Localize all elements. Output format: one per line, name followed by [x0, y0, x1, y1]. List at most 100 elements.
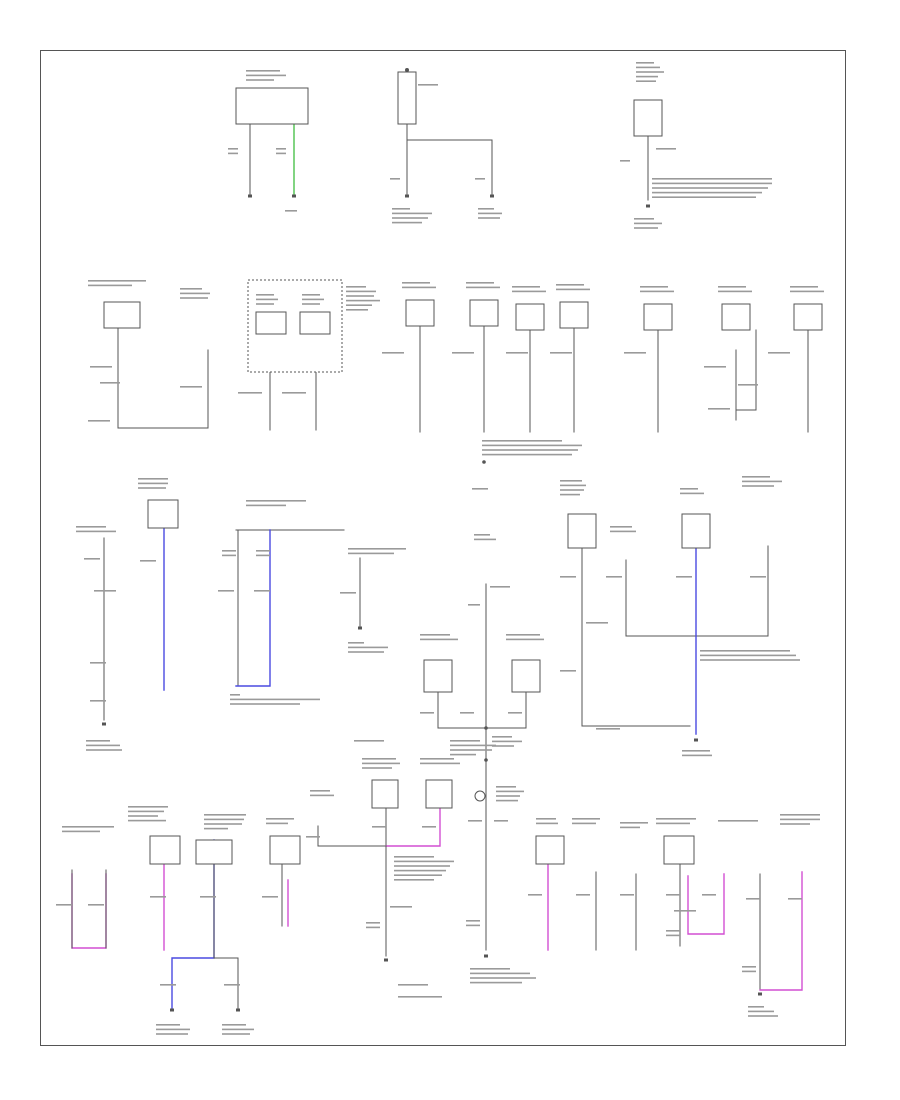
connector-box: [515, 303, 545, 331]
text-placeholder: [742, 970, 756, 973]
text-placeholder: [256, 294, 274, 296]
text-placeholder: [76, 530, 116, 533]
text-placeholder: [266, 818, 294, 820]
text-placeholder: [392, 221, 422, 224]
connector-box: [235, 87, 309, 125]
connector-box: [559, 301, 589, 329]
text-placeholder: [620, 894, 634, 896]
text-placeholder: [310, 790, 330, 792]
text-placeholder: [790, 290, 824, 293]
text-placeholder: [398, 984, 428, 986]
text-placeholder: [302, 298, 324, 301]
text-placeholder: [346, 286, 366, 288]
text-placeholder: [466, 282, 494, 284]
text-placeholder: [402, 282, 430, 284]
text-placeholder: [656, 822, 690, 825]
text-placeholder: [302, 303, 320, 305]
text-placeholder: [478, 217, 500, 219]
text-placeholder: [86, 749, 122, 751]
text-placeholder: [636, 62, 654, 64]
text-placeholder: [470, 981, 522, 984]
text-placeholder: [306, 836, 320, 838]
text-placeholder: [282, 392, 306, 394]
connector-box: [371, 779, 399, 809]
text-placeholder: [394, 856, 434, 858]
text-placeholder: [180, 288, 202, 290]
text-placeholder: [560, 480, 582, 482]
text-placeholder: [700, 654, 796, 657]
text-placeholder: [230, 703, 300, 705]
connector-box: [405, 299, 435, 327]
text-placeholder: [422, 826, 436, 828]
text-placeholder: [482, 453, 572, 456]
text-placeholder: [86, 744, 120, 747]
text-placeholder: [302, 294, 320, 296]
text-placeholder: [346, 290, 376, 293]
text-placeholder: [200, 896, 216, 898]
text-placeholder: [682, 754, 712, 757]
text-placeholder: [246, 500, 306, 502]
wire: [235, 529, 271, 687]
text-placeholder: [450, 744, 496, 747]
text-placeholder: [560, 670, 576, 672]
text-placeholder: [606, 576, 622, 578]
text-placeholder: [256, 554, 270, 557]
text-placeholder: [180, 297, 208, 299]
text-placeholder: [768, 352, 790, 354]
text-placeholder: [550, 352, 572, 354]
text-placeholder: [466, 286, 500, 289]
text-placeholder: [652, 187, 768, 189]
text-placeholder: [748, 1015, 778, 1017]
text-placeholder: [94, 590, 116, 592]
text-placeholder: [482, 449, 578, 451]
text-placeholder: [246, 79, 274, 81]
text-placeholder: [556, 288, 590, 291]
text-placeholder: [450, 753, 476, 756]
text-placeholder: [88, 284, 132, 287]
text-placeholder: [742, 476, 770, 478]
text-placeholder: [346, 309, 368, 311]
text-placeholder: [230, 698, 320, 701]
text-placeholder: [634, 218, 654, 220]
text-placeholder: [394, 869, 446, 872]
text-placeholder: [398, 996, 442, 998]
diagram-border: [40, 50, 846, 1046]
text-placeholder: [262, 896, 278, 898]
text-placeholder: [128, 819, 166, 822]
text-placeholder: [156, 1028, 190, 1031]
text-placeholder: [204, 823, 242, 825]
text-placeholder: [470, 972, 530, 975]
connector-box: [423, 659, 453, 693]
text-placeholder: [704, 366, 726, 368]
wire: [437, 691, 487, 729]
text-placeholder: [418, 84, 438, 86]
text-placeholder: [204, 818, 244, 821]
text-placeholder: [420, 758, 454, 760]
text-placeholder: [285, 210, 297, 212]
text-placeholder: [128, 815, 158, 817]
connector-box: [567, 513, 597, 549]
text-placeholder: [560, 484, 586, 487]
text-placeholder: [610, 526, 632, 528]
text-placeholder: [246, 74, 286, 77]
text-placeholder: [466, 924, 480, 927]
text-placeholder: [674, 910, 696, 912]
text-placeholder: [470, 977, 536, 979]
text-placeholder: [556, 284, 584, 286]
wire: [485, 691, 527, 729]
ground-symbol-icon: [484, 954, 488, 958]
text-placeholder: [348, 642, 364, 644]
ground-symbol-icon: [358, 626, 362, 630]
text-placeholder: [266, 822, 288, 825]
text-placeholder: [624, 352, 646, 354]
text-placeholder: [472, 488, 488, 490]
text-placeholder: [700, 659, 800, 661]
text-placeholder: [482, 440, 562, 442]
connector-box: [103, 301, 141, 329]
ground-symbol-icon: [490, 194, 494, 198]
text-placeholder: [512, 286, 540, 288]
text-placeholder: [560, 489, 584, 491]
text-placeholder: [150, 896, 166, 898]
text-placeholder: [100, 382, 120, 384]
